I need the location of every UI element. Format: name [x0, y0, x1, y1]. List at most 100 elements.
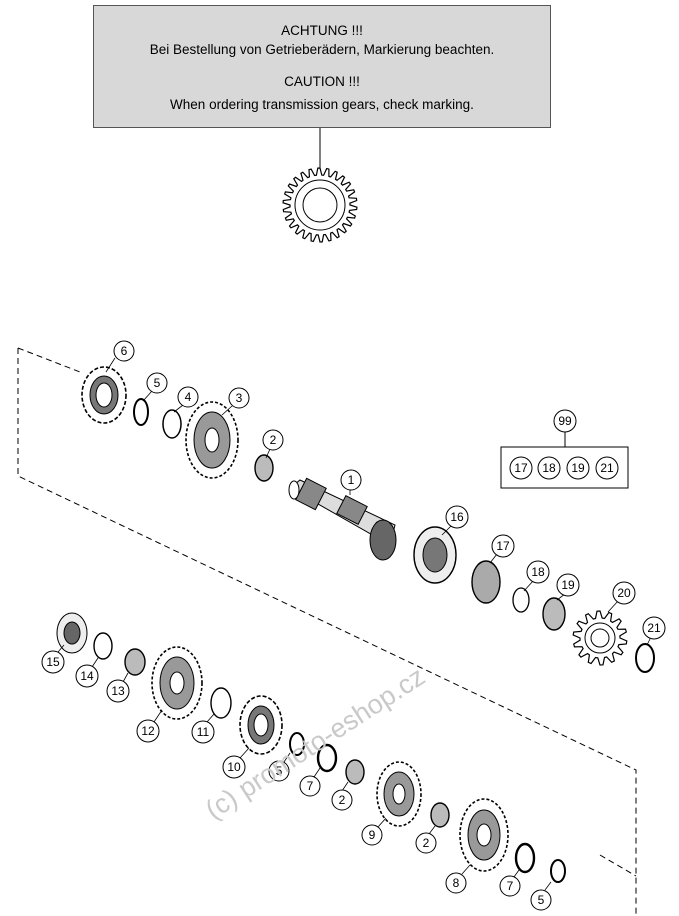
svg-text:20: 20 [617, 586, 631, 600]
callout-3: 3 [228, 387, 250, 409]
notice-de-text: Bei Bestellung von Getrieberädern, Marki… [149, 42, 495, 57]
callout-7: 7 [499, 875, 521, 897]
gear-3-icon [185, 401, 239, 479]
shaft-axis-line [599, 854, 637, 877]
svg-text:99: 99 [558, 414, 572, 428]
sprocket-20-icon [572, 610, 628, 666]
svg-text:19: 19 [571, 461, 585, 475]
washer-7-icon [316, 743, 338, 773]
svg-text:1: 1 [348, 473, 355, 487]
svg-text:7: 7 [307, 779, 314, 793]
svg-text:3: 3 [236, 391, 243, 405]
callout-10: 10 [222, 755, 246, 779]
svg-text:7: 7 [507, 879, 514, 893]
gear-12-icon [151, 646, 203, 720]
svg-text:12: 12 [141, 724, 155, 738]
callout-17: 17 [491, 534, 515, 558]
assembly-boundary-line [17, 348, 637, 916]
main-shaft-callouts: 6 5 4 3 2 1 16 17 18 19 20 21 [113, 340, 666, 640]
kit-item-17: 17 [509, 456, 533, 480]
gear-6-icon [81, 366, 127, 424]
callout-2: 2 [415, 832, 437, 854]
caution-notice-box: ACHTUNG !!! Bei Bestellung von Getrieber… [93, 5, 551, 128]
o-ring-18-icon [512, 587, 530, 613]
svg-text:14: 14 [80, 669, 94, 683]
svg-text:15: 15 [46, 655, 60, 669]
svg-text:16: 16 [450, 510, 464, 524]
kit-item-19: 19 [566, 456, 590, 480]
shaft-axis-line [17, 347, 81, 373]
callout-14: 14 [75, 664, 99, 688]
svg-text:5: 5 [538, 893, 545, 907]
callout-5: 5 [530, 889, 552, 911]
callout-12: 12 [136, 719, 160, 743]
callout-11: 11 [191, 720, 215, 744]
svg-text:9: 9 [369, 828, 376, 842]
svg-text:18: 18 [542, 461, 556, 475]
callout-99: 99 [553, 409, 577, 433]
gear-10-icon [239, 695, 283, 755]
circlip-5-icon [133, 398, 149, 426]
callout-7: 7 [299, 775, 321, 797]
callout-leader-lines [57, 357, 652, 891]
notice-en-heading: CAUTION !!! [284, 74, 360, 89]
svg-text:5: 5 [276, 764, 283, 778]
bushing-13-icon [124, 648, 146, 676]
spacer-19-icon [542, 597, 566, 631]
svg-text:6: 6 [121, 344, 128, 358]
svg-text:17: 17 [514, 461, 528, 475]
bushing-2-icon [430, 802, 450, 828]
callout-6: 6 [113, 340, 135, 362]
callout-15: 15 [41, 650, 65, 674]
marked-gear-icon [282, 167, 358, 243]
main-shaft-parts [81, 366, 655, 673]
svg-text:8: 8 [453, 876, 460, 890]
callout-2: 2 [262, 429, 284, 451]
svg-text:19: 19 [561, 578, 575, 592]
callout-1: 1 [340, 469, 362, 491]
bearing-15-icon [56, 612, 88, 654]
callout-19: 19 [556, 573, 580, 597]
bearing-16-icon [413, 526, 457, 584]
circlip-5-icon [550, 859, 566, 883]
callout-5: 5 [146, 372, 168, 394]
svg-text:4: 4 [185, 390, 192, 404]
callout-4: 4 [177, 386, 199, 408]
svg-text:2: 2 [423, 836, 430, 850]
callout-2: 2 [331, 789, 353, 811]
svg-text:18: 18 [531, 565, 545, 579]
washer-4-icon [162, 409, 182, 439]
svg-text:2: 2 [339, 793, 346, 807]
svg-text:10: 10 [227, 760, 241, 774]
callout-20: 20 [612, 581, 636, 605]
counter-shaft-callouts: 15 14 13 12 11 10 5 7 2 9 2 8 7 5 [41, 650, 552, 911]
callout-16: 16 [445, 505, 469, 529]
notice-de-heading: ACHTUNG !!! [281, 23, 363, 38]
kit-callouts: 99 17 18 19 21 [509, 409, 619, 480]
callout-21: 21 [642, 616, 666, 640]
main-shaft-1-icon [288, 477, 397, 561]
callout-5: 5 [268, 760, 290, 782]
bushing-2-icon [254, 454, 274, 482]
kit-item-21: 21 [595, 456, 619, 480]
callout-9: 9 [361, 824, 383, 846]
svg-text:5: 5 [154, 376, 161, 390]
callout-18: 18 [526, 560, 550, 584]
gear-8-icon [459, 798, 509, 872]
washer-11-icon [210, 687, 232, 719]
washer-7-icon [514, 842, 536, 874]
svg-text:17: 17 [496, 539, 510, 553]
counter-shaft-parts [56, 612, 566, 883]
svg-text:21: 21 [647, 621, 661, 635]
washer-14-icon [93, 632, 113, 660]
seal-17-icon [471, 560, 501, 604]
svg-text:2: 2 [270, 433, 277, 447]
callout-13: 13 [106, 679, 130, 703]
svg-text:13: 13 [111, 684, 125, 698]
svg-text:21: 21 [600, 461, 614, 475]
circlip-5-icon [289, 732, 305, 756]
notice-en-text: When ordering transmission gears, check … [170, 97, 474, 112]
callout-8: 8 [445, 872, 467, 894]
bushing-2-icon [345, 759, 365, 785]
